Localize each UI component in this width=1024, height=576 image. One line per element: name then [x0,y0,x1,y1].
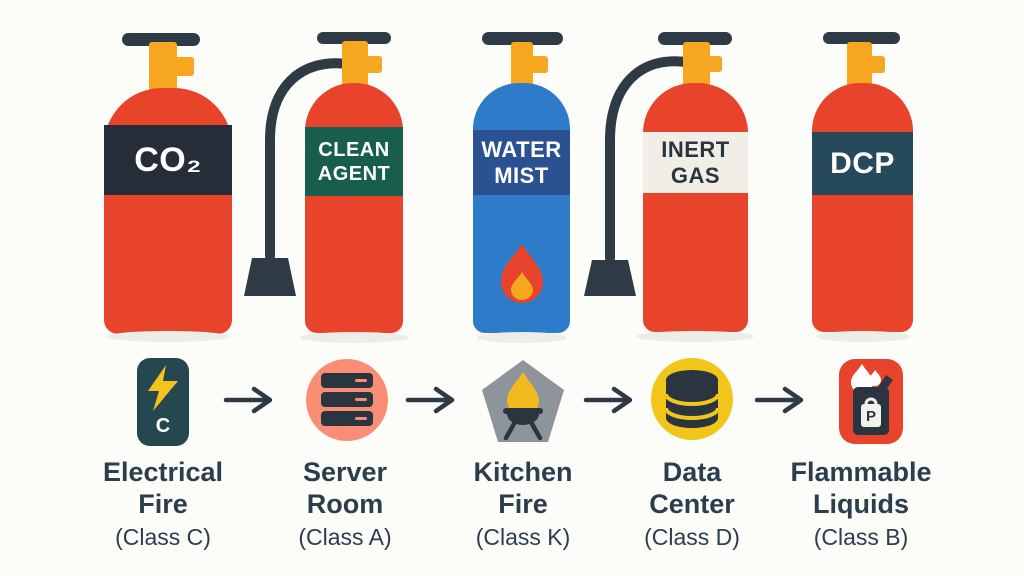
hazard-class: (Class B) [813,524,909,550]
hazard-name-line2: Fire [498,489,548,519]
valve-outlet [173,57,194,76]
label-kitchen-fire: Kitchen Fire (Class K) [408,456,638,552]
valve-handle [317,32,391,44]
hazard-name-line2: Center [649,489,735,519]
band-text-line1: INERT [661,136,730,162]
valve-handle [658,32,732,45]
kitchen-fire-icon [482,360,564,442]
cylinder-shadow [636,331,754,342]
band-text-line1: DCP [830,147,895,180]
hazard-name-line2: Fire [138,489,188,519]
electrical-fire-icon: C [137,358,189,446]
hazard-name-line1: Server [302,457,388,487]
label-flammable-liquids: Flammable Liquids (Class B) [746,456,976,552]
hazard-class: (Class K) [475,524,571,550]
cylinder-body [305,83,403,333]
valve-handle [823,32,900,44]
cylinder-label-band: CLEAN AGENT [305,127,403,196]
band-text-line2: AGENT [317,162,391,185]
cylinder-label-band: CO₂ [104,125,232,195]
database-icon [664,370,720,428]
valve-outlet [705,56,722,72]
valve-outlet [529,56,548,73]
label-server-room: Server Room (Class A) [230,456,460,552]
server-room-icon [306,359,388,441]
valve-stem [149,42,177,92]
data-center-icon [651,358,733,440]
arrow-right-icon [405,386,455,414]
hazard-class: (Class D) [644,524,740,550]
flame-icon [501,244,543,303]
hazard-name-line1: Flammable [790,457,932,487]
server-rack-bar [321,411,373,426]
band-text-line2: GAS [670,162,721,188]
cylinder-label-band: DCP [812,132,913,195]
fuel-can-flame-icon: P [851,364,893,435]
cylinder-label-band: INERT GAS [643,132,748,193]
cylinder-shadow [300,332,408,343]
valve-stem [342,41,368,91]
valve-outlet [867,56,885,73]
valve-outlet [364,56,382,73]
arrow-right-icon [754,386,804,414]
valve-stem [511,42,533,90]
arrow-right-icon [223,386,273,414]
cylinder-shadow [477,332,567,343]
cylinder-shadow [106,331,230,342]
band-text-line1: CLEAN [318,138,390,161]
hazard-name-line2: Room [306,489,384,519]
hazard-name-line1: Kitchen [473,457,573,487]
valve-handle [482,32,563,45]
band-text-line1: WATER [481,136,562,162]
server-rack-bar [321,392,373,407]
lightning-bolt-icon [148,365,178,411]
cylinder-shadow [816,331,910,342]
arrow-right-icon [583,386,633,414]
label-data-center: Data Center (Class D) [577,456,807,552]
hazard-class: (Class C) [115,524,211,550]
hazard-class: (Class A) [298,524,392,550]
hazard-name-line1: Data [662,457,722,487]
cylinder-label-band: WATER MIST [473,130,570,195]
server-rack-bar [321,373,373,388]
class-c-badge-letter: C [155,415,171,437]
hose-and-horn-icon [584,56,691,296]
label-electrical-fire: Electrical Fire (Class C) [48,456,278,552]
flammable-liquids-icon: P [839,359,903,444]
tag-letter: P [866,408,876,425]
hose-and-horn-icon [244,58,353,296]
band-text-line1: CO₂ [134,141,202,179]
hazard-name-line2: Liquids [813,489,909,519]
band-text-line2: MIST [494,162,549,188]
hazard-name-line1: Electrical [102,457,224,487]
cylinder-body [643,83,748,332]
cylinder-body [812,83,913,332]
valve-handle [122,33,200,46]
